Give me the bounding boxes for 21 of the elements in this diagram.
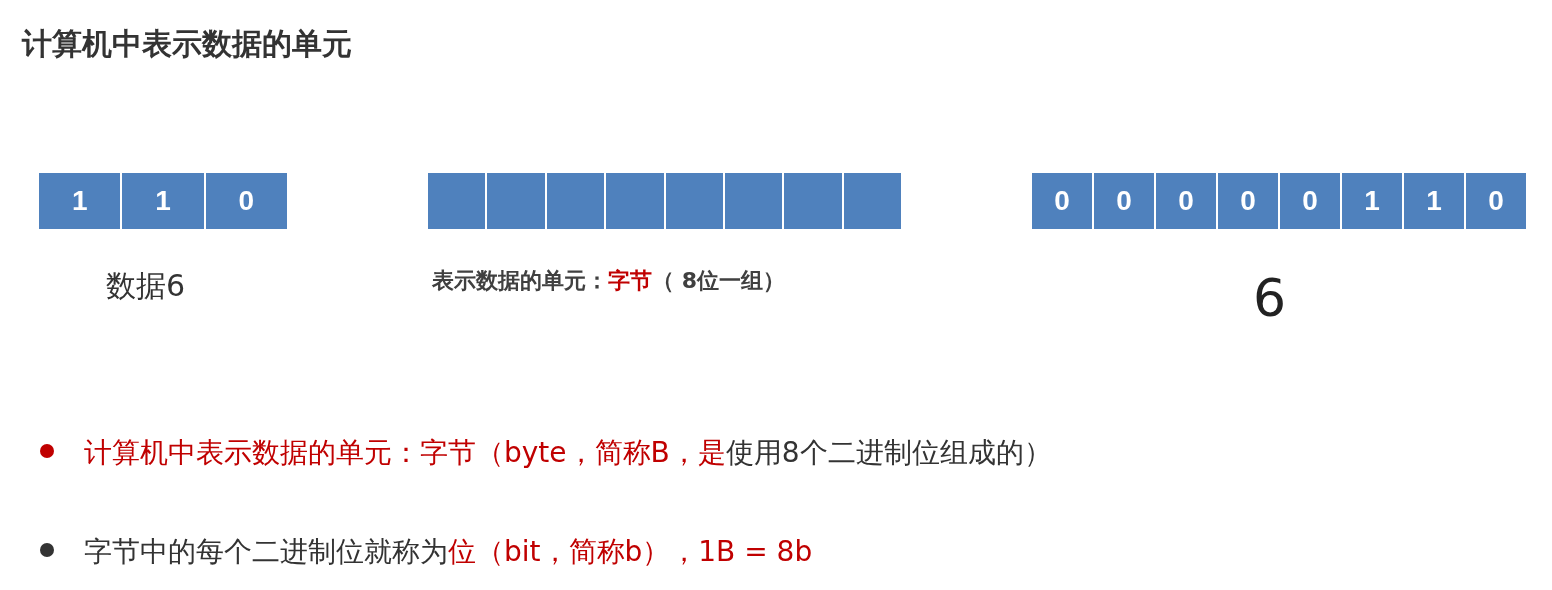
bit-cell: 0 bbox=[1156, 173, 1216, 229]
text-label: 使用8个二进制位组成的） bbox=[725, 435, 1052, 471]
bit-cell: 0 bbox=[1466, 173, 1526, 229]
bit-cell: 0 bbox=[1094, 173, 1154, 229]
text-label: 位（bit，简称b），1B = 8b bbox=[448, 534, 813, 570]
bit-cell: 1 bbox=[1342, 173, 1402, 229]
text-label: （ 8位一组） bbox=[652, 267, 785, 295]
text-label: 字节 bbox=[608, 267, 652, 295]
bit-cell: 0 bbox=[1280, 173, 1340, 229]
bit-cell: 1 bbox=[39, 173, 121, 229]
bit-cell: 0 bbox=[1218, 173, 1278, 229]
text-label: 数据6 bbox=[106, 267, 186, 305]
text-label: 6 bbox=[1253, 268, 1287, 328]
text-label: 计算机中表示数据的单元：字节（byte，简称B，是 bbox=[84, 435, 726, 471]
bit-cell: 0 bbox=[205, 173, 287, 229]
text-label: 字节中的每个二进制位就称为 bbox=[84, 534, 448, 570]
bit-cell: 0 bbox=[1032, 173, 1092, 229]
bit-cell: 1 bbox=[1404, 173, 1464, 229]
slide-title: 计算机中表示数据的单元 bbox=[22, 25, 352, 63]
text-label: 表示数据的单元： bbox=[432, 267, 608, 295]
bit-cell: 1 bbox=[122, 173, 204, 229]
